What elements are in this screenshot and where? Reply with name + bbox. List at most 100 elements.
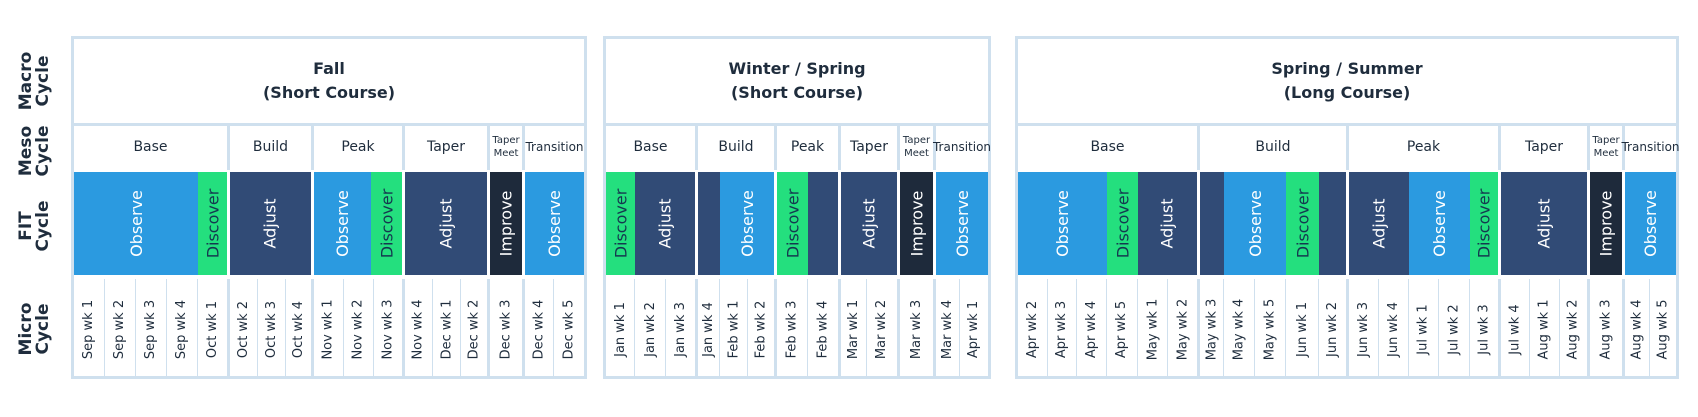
macro-cycle-spring-summer: Spring / Summer(Long Course) [1015,36,1679,126]
fit-adjust: Adjust [230,172,311,275]
meso-base: Base [74,124,230,170]
fit-adjust: Adjust [841,172,897,275]
micro-week: Aug wk 5 [1655,298,1671,360]
row-label-fit: FIT Cycle [16,200,53,251]
meso-build: Build [1200,124,1349,170]
macro-cycle-fall: Fall(Short Course) [71,36,587,126]
row-label-macro: Macro Cycle [16,51,53,111]
fit-observe: Observe [525,172,584,275]
micro-week: Dec wk 4 [525,279,554,379]
micro-week: May wk 2 [1168,279,1200,379]
micro-week: Nov wk 1 [314,279,344,379]
fit-observe: Observe [314,172,371,275]
micro-week: Apr wk 3 [1048,279,1077,379]
fit-discover: Discover [777,172,808,275]
micro-week: Jan wk 1 [606,279,635,379]
micro-week: Feb wk 3 [777,279,808,379]
fit-adjust: Adjust [1349,172,1409,275]
micro-week: Aug wk 4 [1625,279,1650,379]
season-frame [71,124,587,379]
micro-week: Jun wk 4 [1379,279,1409,379]
fit-observe: Observe [720,172,774,275]
fit-adjust: Adjust [635,172,695,275]
micro-week: Jun wk 3 [1349,279,1379,379]
fit-observe: Observe [74,172,198,275]
micro-week: Aug wk 3 [1590,279,1625,379]
micro-week: May wk 5 [1255,279,1286,379]
meso-taper-meet: Taper Meet [490,124,525,170]
micro-week: Mar wk 2 [867,279,900,379]
fit-discover: Discover [1107,172,1138,275]
row-label-micro: Micro Cycle [16,302,53,356]
micro-week: Jan wk 4 [698,279,720,379]
meso-transition: Transition [525,140,584,154]
micro-week: Feb wk 4 [808,279,841,379]
meso-transition: Transition [1621,140,1680,154]
fit-improve: Improve [490,172,522,275]
micro-week: Oct wk 1 [198,279,230,379]
micro-week: Sep wk 3 [136,279,167,379]
micro-week: Sep wk 4 [167,279,198,379]
micro-week: Jun wk 1 [1286,279,1319,379]
fit-discover: Discover [1286,172,1319,275]
micro-week: Apr wk 1 [966,300,982,358]
season-spring-summer: Spring / Summer(Long Course) Base Build … [1015,36,1680,379]
micro-week: Mar wk 3 [900,279,936,379]
fit-adjust: Adjust [1501,172,1587,275]
meso-base: Base [606,124,698,170]
micro-week: Mar wk 1 [841,279,867,379]
micro-week: Nov wk 4 [405,279,433,379]
fit-observe: Observe [936,172,988,275]
meso-transition: Transition [932,140,992,154]
micro-week: Feb wk 2 [748,279,777,379]
micro-week: Jun wk 2 [1319,279,1349,379]
fit-adjust-continued [1200,172,1224,275]
fit-observe: Observe [1625,172,1676,275]
micro-week: May wk 1 [1138,279,1168,379]
meso-base: Base [1018,124,1200,170]
micro-week: Aug wk 1 [1530,279,1560,379]
fit-observe: Observe [1018,172,1107,275]
micro-week: Jan wk 3 [666,279,698,379]
fit-improve: Improve [900,172,933,275]
fit-adjust: Adjust [405,172,487,275]
micro-week: Sep wk 2 [105,279,136,379]
meso-taper: Taper [405,124,490,170]
fit-discover: Discover [371,172,402,275]
micro-week: May wk 3 [1200,279,1224,379]
fit-discover: Discover [606,172,635,275]
fit-observe: Observe [1224,172,1286,275]
season-winter-spring: Winter / Spring(Short Course) Base Build… [603,36,991,379]
meso-peak: Peak [777,124,841,170]
season-frame [603,124,991,379]
fit-observe: Observe [1409,172,1470,275]
micro-week: Dec wk 3 [490,279,525,379]
micro-week: Jul wk 4 [1501,279,1530,379]
micro-week: Apr wk 4 [1077,279,1107,379]
micro-week: Apr wk 5 [1107,279,1138,379]
meso-peak: Peak [1349,124,1501,170]
micro-week: Feb wk 1 [720,279,748,379]
meso-taper-meet: Taper Meet [900,124,936,170]
season-fall: Fall(Short Course) Base Build Peak Taper… [71,36,587,379]
micro-week: Aug wk 2 [1560,279,1590,379]
fit-discover: Discover [1470,172,1498,275]
row-label-meso: Meso Cycle [16,125,53,177]
meso-peak: Peak [314,124,405,170]
micro-week: Jul wk 3 [1470,279,1501,379]
fit-adjust: Adjust [1138,172,1197,275]
micro-week: Mar wk 4 [936,279,960,379]
meso-build: Build [230,124,314,170]
micro-week: Oct wk 4 [286,279,314,379]
micro-week: May wk 4 [1224,279,1255,379]
macro-cycle-winter-spring: Winter / Spring(Short Course) [603,36,991,126]
micro-week: Nov wk 3 [374,279,405,379]
micro-week: Dec wk 2 [461,279,490,379]
micro-week: Oct wk 2 [230,279,258,379]
meso-taper: Taper [841,124,900,170]
micro-week: Nov wk 2 [344,279,374,379]
micro-week: Sep wk 1 [74,279,105,379]
fit-adjust-continued [808,172,838,275]
micro-week: Jul wk 1 [1409,279,1439,379]
meso-build: Build [698,124,777,170]
